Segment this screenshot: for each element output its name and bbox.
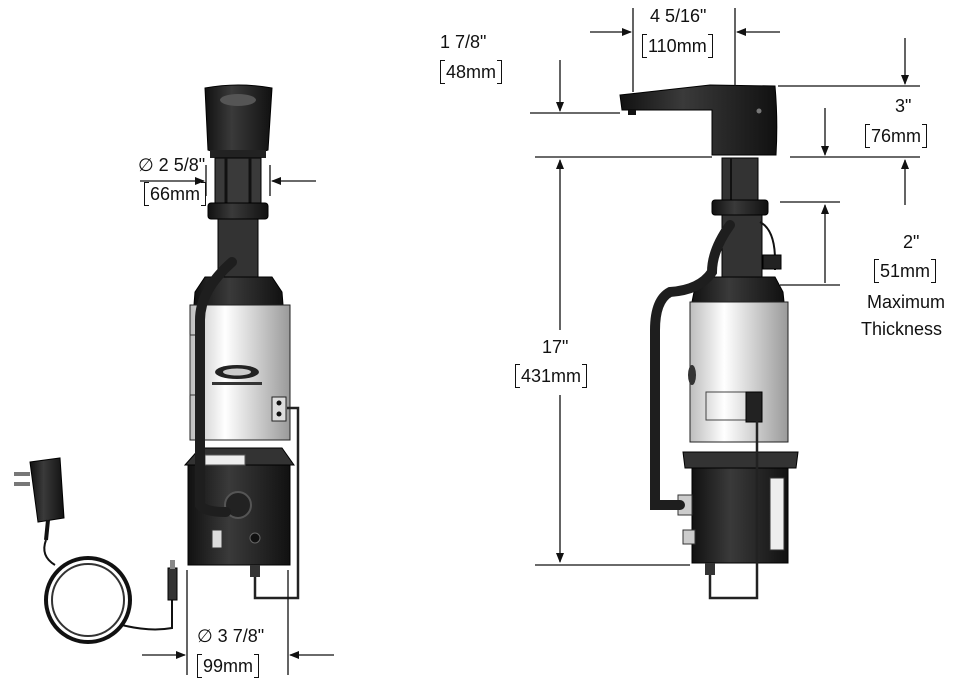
front-bottom-diameter-metric: 99mm [196, 654, 260, 678]
max-thickness-note-line1: Maximum [867, 292, 946, 312]
front-view-dispenser [183, 84, 300, 600]
total-length-imperial: 17" [542, 337, 569, 357]
front-top-diameter-metric: 66mm [143, 182, 207, 206]
max-thickness-imperial: 2" [903, 232, 920, 252]
dimension-lines-front [140, 165, 334, 675]
head-height-imperial: 3" [895, 96, 912, 116]
total-length-metric: 431mm [514, 364, 588, 388]
power-adapter [14, 457, 178, 644]
front-top-diameter-imperial: ∅ 2 5/8" [138, 155, 206, 175]
max-thickness-metric: 51mm [873, 259, 937, 283]
max-thickness-note-line2: Thickness [861, 319, 943, 339]
head-height-metric: 76mm [864, 124, 928, 148]
dimension-lines-side [530, 8, 920, 566]
front-bottom-diameter-imperial: ∅ 3 7/8" [197, 626, 265, 646]
spout-height-imperial: 1 7/8" [440, 32, 487, 52]
side-view-dispenser [619, 84, 799, 600]
spout-reach-metric: 110mm [642, 34, 713, 58]
spout-reach-imperial: 4 5/16" [650, 6, 707, 26]
spout-height-metric: 48mm [439, 60, 503, 84]
